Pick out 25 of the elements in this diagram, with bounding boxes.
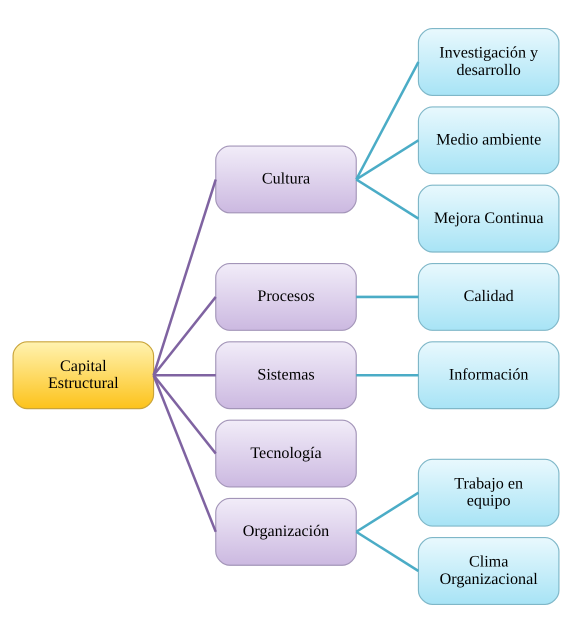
connector (356, 530, 420, 572)
connector (154, 373, 216, 376)
node-box: Capital Estructural (12, 340, 154, 409)
node-box: Cultura (215, 145, 357, 213)
node-box: Medio ambiente (418, 106, 560, 174)
node-box: Sistemas (215, 340, 357, 409)
node-box: Procesos (215, 262, 357, 330)
connector (356, 373, 418, 376)
node-box: Información (418, 340, 560, 409)
node-box: Organización (215, 497, 357, 566)
connector (356, 491, 420, 532)
connector (152, 178, 217, 376)
connector (152, 374, 217, 532)
connector (356, 138, 420, 180)
node-box: Trabajo en equipo (418, 458, 560, 526)
connector (355, 60, 420, 180)
node-box: Investigación y desarrollo (418, 28, 560, 96)
node-box: Mejora Continua (418, 184, 560, 252)
node-box: Clima Organizacional (418, 536, 560, 604)
connector (152, 374, 217, 454)
connector (356, 295, 418, 298)
node-box: Tecnología (215, 419, 357, 487)
connector (152, 296, 217, 376)
node-box: Calidad (418, 262, 560, 330)
connector (356, 178, 420, 220)
